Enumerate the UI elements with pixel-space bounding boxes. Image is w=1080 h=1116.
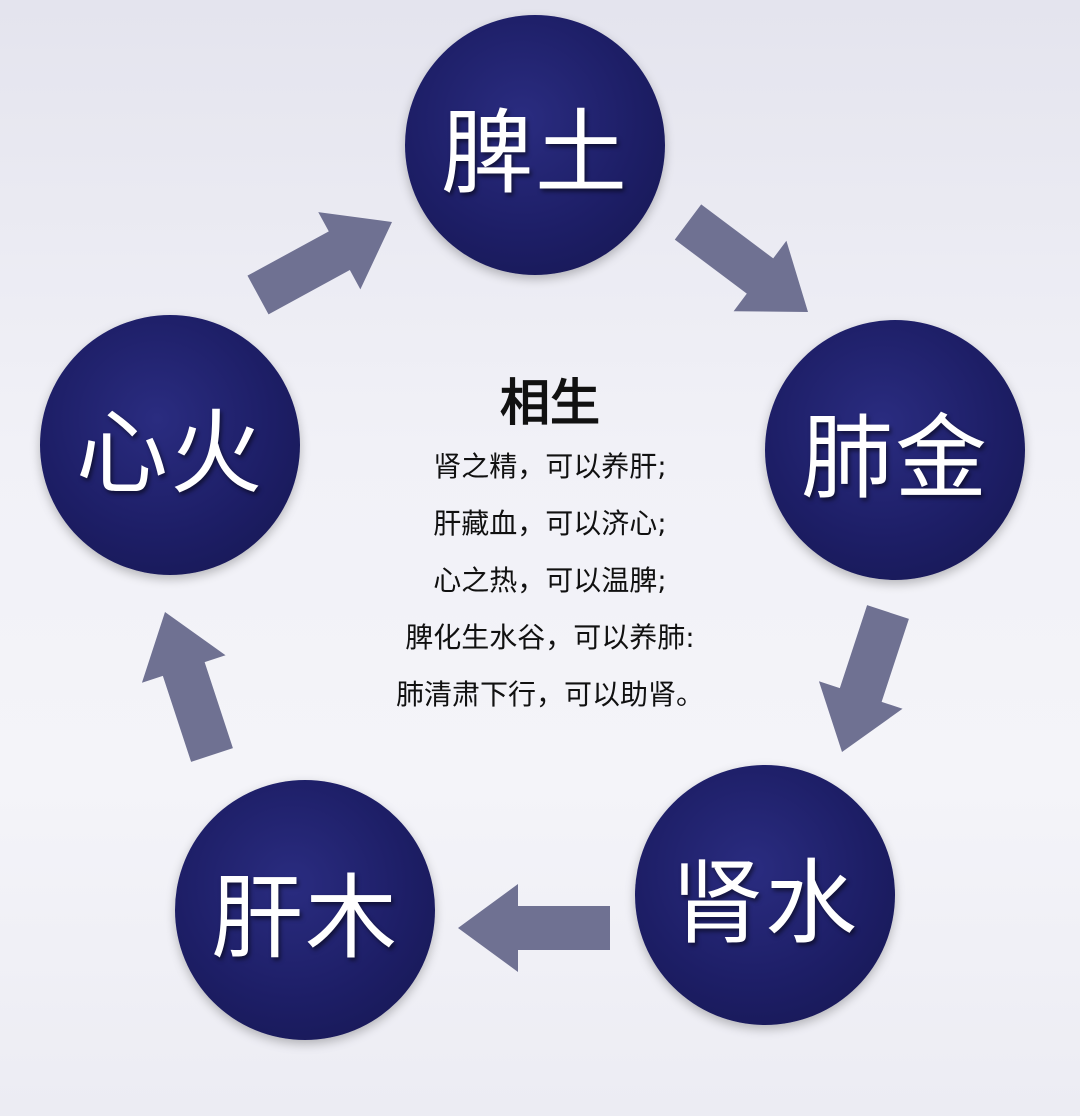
node-label: 肾水 <box>670 849 859 957</box>
arrow-wood-to-fire <box>141 612 233 762</box>
node-label: 脾土 <box>440 99 629 207</box>
description-line: 肾之精，可以养肝; <box>433 450 667 483</box>
arrow-metal-to-water <box>818 605 909 752</box>
node-lung-metal: 肺金 <box>765 320 1025 580</box>
generation-description: 相生 肾之精，可以养肝; 肝藏血，可以济心; 心之热，可以温脾; 脾化生水谷，可… <box>330 372 770 723</box>
node-liver-wood: 肝木 <box>175 780 435 1040</box>
node-kidney-water: 肾水 <box>635 765 895 1025</box>
description-line: 脾化生水谷，可以养肺: <box>405 621 695 654</box>
arrow-water-to-wood <box>458 884 610 972</box>
arrow-earth-to-metal <box>674 204 808 312</box>
description-line: 肺清肃下行，可以助肾。 <box>395 678 704 711</box>
node-label: 心火 <box>75 399 264 507</box>
node-spleen-earth: 脾土 <box>405 15 665 275</box>
center-title: 相生 <box>500 374 600 432</box>
description-line: 心之热，可以温脾; <box>433 564 667 597</box>
node-label: 肺金 <box>800 404 989 512</box>
node-heart-fire: 心火 <box>40 315 300 575</box>
node-label: 肝木 <box>210 864 399 972</box>
description-line: 肝藏血，可以济心; <box>433 507 667 540</box>
arrow-fire-to-earth <box>247 212 392 315</box>
